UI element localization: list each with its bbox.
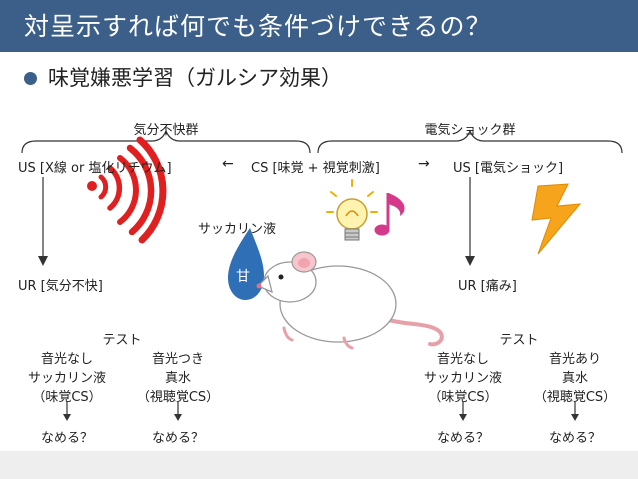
test-heading-right: テスト (499, 333, 539, 348)
liquid-drop-icon (228, 228, 264, 300)
test-down-arrows (63, 402, 579, 421)
ur-right-label: UR [痛み] (458, 279, 517, 294)
light-bulb-icon (326, 179, 378, 241)
slide-header: 対呈示すれば何でも条件づけできるの？ (0, 0, 638, 52)
lightning-bolt-icon (531, 183, 582, 255)
rat-icon (256, 251, 444, 350)
us-left-label: US [X線 or 塩化リチウム] (18, 161, 172, 176)
us-right-label: US [電気ショック] (453, 161, 564, 176)
slide-subtitle: 味覚嫌悪学習（ガルシア効果） (48, 66, 342, 90)
test-right-col2-line3: （視聴覚CS） (533, 390, 617, 405)
test-right-col1-line2: サッカリン液 (423, 371, 503, 386)
drop-label: 甘 (236, 269, 250, 285)
radio-waves-icon (87, 136, 167, 244)
arrow-right: → (418, 156, 430, 172)
bullet-dot (24, 72, 37, 85)
test-right-col1-line1: 音光なし (436, 352, 490, 367)
slide-title: 対呈示すれば何でも条件づけできるの？ (24, 12, 492, 41)
test-left-col2-line2: 真水 (164, 371, 192, 386)
test-left-col2-result: なめる？ (151, 431, 205, 446)
group-label-right: 電気ショック群 (424, 123, 516, 138)
arrow-head-right (465, 256, 475, 266)
test-left-col2-line1: 音光つき (151, 352, 205, 367)
saccharin-label: サッカリン液 (198, 222, 277, 237)
arrow-left: ← (222, 156, 234, 172)
left-group-brace (21, 129, 311, 154)
group-label-left: 気分不快群 (133, 123, 199, 138)
ur-left-label: UR [気分不快] (18, 279, 103, 294)
cs-label: CS [味覚 + 視覚刺激] (251, 161, 380, 176)
test-right-col2-line2: 真水 (561, 371, 589, 386)
test-right-col1-line3: （味覚CS） (428, 390, 498, 405)
test-left-col1-result: なめる？ (40, 431, 94, 446)
test-left-col1-line3: （味覚CS） (32, 390, 102, 405)
right-group-brace (317, 129, 623, 154)
slide-footer-bar (0, 451, 638, 479)
test-left-col1-line2: サッカリン液 (27, 371, 107, 386)
music-note-icon (374, 193, 405, 236)
arrow-head-left (38, 256, 48, 266)
test-left-col1-line1: 音光なし (40, 352, 94, 367)
test-right-col2-result: なめる？ (548, 431, 602, 446)
test-left-col2-line3: （視聴覚CS） (136, 390, 220, 405)
test-right-col2-line1: 音光あり (548, 352, 602, 367)
test-right-col1-result: なめる？ (436, 431, 490, 446)
test-heading-left: テスト (102, 333, 142, 348)
